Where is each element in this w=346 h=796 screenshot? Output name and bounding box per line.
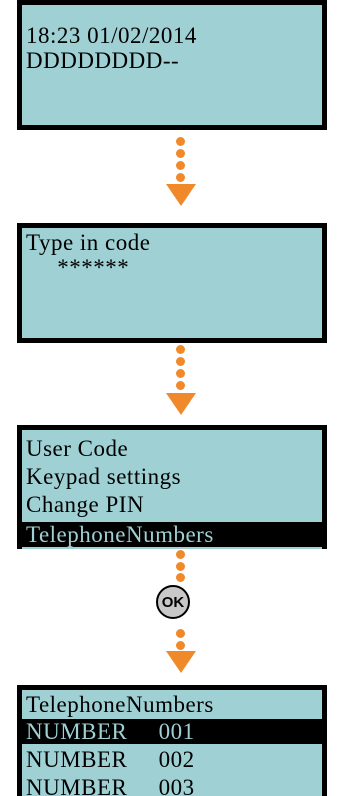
arrow-dot [176,173,185,182]
arrow-head [166,184,196,206]
menu-item-keypad-settings[interactable]: Keypad settings [26,464,182,489]
arrow-dot [176,641,185,650]
arrow-dot [176,161,185,170]
menu-item-telephone-numbers[interactable]: TelephoneNumbers [22,522,322,547]
lcd-screen-code-entry: Type in code ****** [17,223,327,343]
arrow-dot [176,562,185,571]
zone-status-line: DDDDDDDD-- [26,48,180,73]
submenu-title: TelephoneNumbers [26,692,214,717]
number-item-002[interactable]: NUMBER 002 [26,747,195,772]
lcd-screen-telephone-numbers: TelephoneNumbers NUMBER 001 NUMBER 002 N… [17,685,327,796]
arrow-head [166,651,196,673]
lcd-screen-idle: 18:23 01/02/2014 DDDDDDDD-- [17,0,327,130]
arrow-dot [176,357,185,366]
prompt-line: Type in code [26,230,151,255]
lcd-screen-user-menu: User Code Keypad settings Change PIN Tel… [17,425,327,549]
arrow-dot [176,629,185,638]
number-item-003[interactable]: NUMBER 003 [26,775,195,796]
ok-button[interactable]: OK [156,585,190,619]
arrow-dot [176,369,185,378]
arrow-dot [176,550,185,559]
arrow-dot [176,345,185,354]
menu-item-change-pin[interactable]: Change PIN [26,492,145,517]
arrow-dot [176,149,185,158]
arrow-dot [176,381,185,390]
arrow-dot [176,573,185,582]
arrow-head [166,393,196,415]
number-item-001[interactable]: NUMBER 001 [22,719,322,744]
date-time-line: 18:23 01/02/2014 [26,23,197,48]
ok-button-label: OK [161,593,185,611]
arrow-dot [176,137,185,146]
masked-code-line: ****** [26,255,130,280]
menu-item-user-code[interactable]: User Code [26,436,129,461]
